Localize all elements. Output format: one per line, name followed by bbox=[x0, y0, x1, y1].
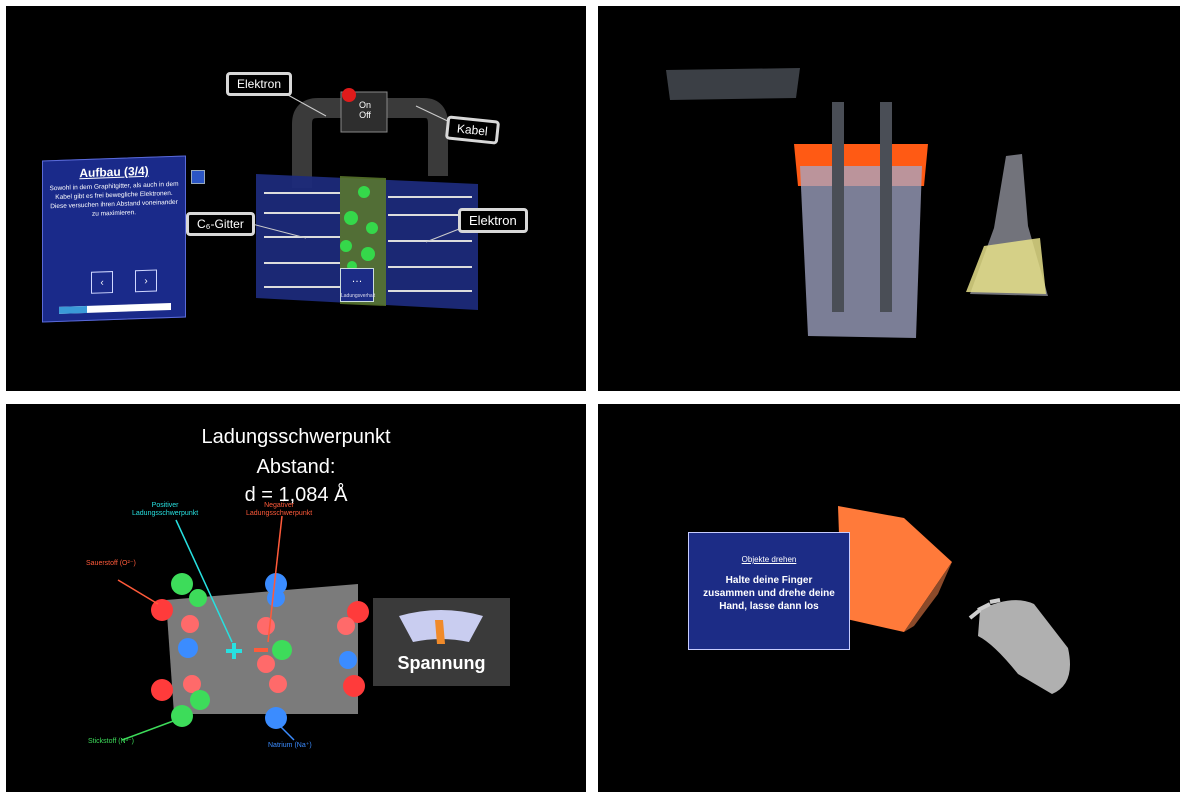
progress-bar bbox=[59, 303, 171, 314]
heading-line3: d = 1,084 Å bbox=[244, 484, 348, 506]
panel-lab-scene bbox=[598, 6, 1180, 391]
chevron-left-icon: ‹ bbox=[100, 276, 104, 288]
atoms bbox=[151, 573, 369, 729]
meter-label: Spannung bbox=[397, 653, 486, 673]
switch-on-label: On bbox=[359, 100, 372, 110]
positive-center-icon bbox=[226, 643, 242, 659]
electrode-left[interactable] bbox=[832, 102, 844, 312]
info-card-body: Sowohl in dem Graphitgitter, als auch in… bbox=[49, 180, 179, 218]
instruction-title: Objekte drehen bbox=[741, 555, 797, 564]
red-button-icon[interactable] bbox=[342, 88, 356, 102]
heading-line1: Ladungsschwerpunkt bbox=[201, 426, 391, 448]
progress-fill bbox=[59, 305, 87, 314]
instruction-card: Objekte drehen Halte deine Finger zusamm… bbox=[688, 532, 850, 650]
pin-icon[interactable] bbox=[191, 170, 205, 184]
gauge-icon bbox=[399, 610, 483, 644]
label-gitter: C₆-Gitter bbox=[186, 212, 255, 236]
info-card-title: Aufbau (3/4) bbox=[79, 163, 149, 181]
switch-off-label: Off bbox=[359, 110, 371, 120]
voltmeter[interactable]: Spannung bbox=[373, 598, 510, 686]
panel-circuit-scene: Elektron Kabel C₆-Gitter Elektron On Off… bbox=[6, 6, 586, 391]
instruction-body: Halte deine Finger zusammen und drehe de… bbox=[703, 575, 835, 612]
cube[interactable] bbox=[838, 506, 952, 632]
menu-button-label: Ladungsverhalt bbox=[341, 293, 376, 299]
more-icon: … bbox=[351, 273, 363, 285]
prev-button[interactable]: ‹ bbox=[91, 271, 113, 294]
switch-labels[interactable]: On Off bbox=[359, 100, 371, 120]
chevron-right-icon: › bbox=[144, 275, 148, 287]
label-oxygen: Sauerstoff (O²⁻) bbox=[86, 560, 136, 567]
cube-graphic bbox=[838, 506, 1070, 694]
crystal-graphic bbox=[117, 515, 369, 741]
label-nitrogen: Stickstoff (N³⁻) bbox=[88, 738, 134, 745]
electrode-right[interactable] bbox=[880, 102, 892, 312]
flask-liquid bbox=[966, 238, 1046, 294]
heading-line2: Abstand: bbox=[256, 456, 336, 478]
label-elektron-right: Elektron bbox=[458, 208, 528, 233]
hand-icon bbox=[968, 598, 1070, 694]
lab-graphic bbox=[666, 68, 1048, 338]
label-elektron-top: Elektron bbox=[226, 72, 293, 96]
menu-button[interactable]: … Ladungsverhalt bbox=[340, 268, 376, 302]
info-card: Aufbau (3/4) Sowohl in dem Graphitgitter… bbox=[42, 155, 186, 323]
label-sodium: Natrium (Na⁺) bbox=[268, 742, 312, 749]
beaker[interactable] bbox=[800, 166, 922, 338]
floating-tray[interactable] bbox=[666, 68, 800, 100]
panel-rotate-tutorial: Objekte drehen Halte deine Finger zusamm… bbox=[598, 404, 1180, 792]
next-button[interactable]: › bbox=[135, 269, 157, 293]
panel-dipole-scene: Ladungsschwerpunkt Abstand: d = 1,084 Å … bbox=[6, 404, 586, 792]
